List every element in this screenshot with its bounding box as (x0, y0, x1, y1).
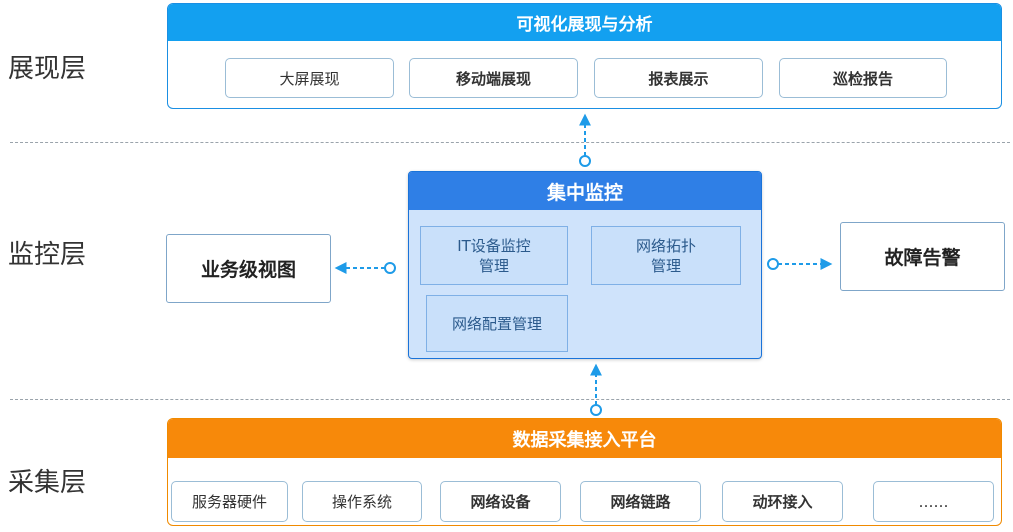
module-topology-line1: 网络拓扑 (635, 236, 696, 255)
collection-item-server-hardware: 服务器硬件 (171, 481, 288, 522)
monitoring-panel: 集中监控 IT设备监控 管理 网络拓扑 管理 网络配置管理 (408, 171, 762, 359)
connector-monitoring-to-business-view (334, 262, 396, 274)
layer-label-presentation: 展现层 (8, 54, 87, 84)
presentation-item-report: 报表展示 (594, 58, 763, 98)
collection-item-network-link: 网络链路 (580, 481, 701, 522)
module-it-device-line2: 管理 (478, 256, 509, 275)
presentation-item-big-screen: 大屏展现 (225, 58, 394, 98)
layer-divider-top (10, 142, 1010, 143)
module-network-topology: 网络拓扑 管理 (591, 226, 741, 285)
presentation-item-mobile: 移动端展现 (409, 58, 578, 98)
connector-collection-to-monitoring (590, 363, 602, 416)
business-view-box: 业务级视图 (166, 234, 331, 303)
collection-item-env-access: 动环接入 (722, 481, 843, 522)
collection-panel: 数据采集接入平台 服务器硬件 操作系统 网络设备 网络链路 动环接入 …… (167, 418, 1002, 526)
monitoring-panel-title: 集中监控 (409, 172, 761, 210)
layer-label-collection: 采集层 (8, 468, 87, 498)
module-it-device-monitoring: IT设备监控 管理 (420, 226, 568, 285)
connector-monitoring-to-fault-alarm (767, 258, 833, 270)
module-network-config: 网络配置管理 (426, 295, 568, 352)
collection-item-network-device: 网络设备 (440, 481, 561, 522)
presentation-item-inspection: 巡检报告 (779, 58, 947, 98)
presentation-panel-title: 可视化展现与分析 (168, 4, 1001, 41)
module-topology-line2: 管理 (650, 256, 681, 275)
layer-divider-bottom (10, 399, 1010, 400)
module-it-device-line1: IT设备监控 (457, 236, 531, 255)
fault-alarm-box: 故障告警 (840, 222, 1005, 291)
collection-item-more: …… (873, 481, 994, 522)
presentation-panel: 可视化展现与分析 大屏展现 移动端展现 报表展示 巡检报告 (167, 3, 1002, 109)
layer-label-monitoring: 监控层 (8, 240, 87, 270)
collection-item-os: 操作系统 (302, 481, 422, 522)
collection-panel-title: 数据采集接入平台 (168, 419, 1001, 458)
connector-monitoring-to-presentation (579, 113, 591, 167)
